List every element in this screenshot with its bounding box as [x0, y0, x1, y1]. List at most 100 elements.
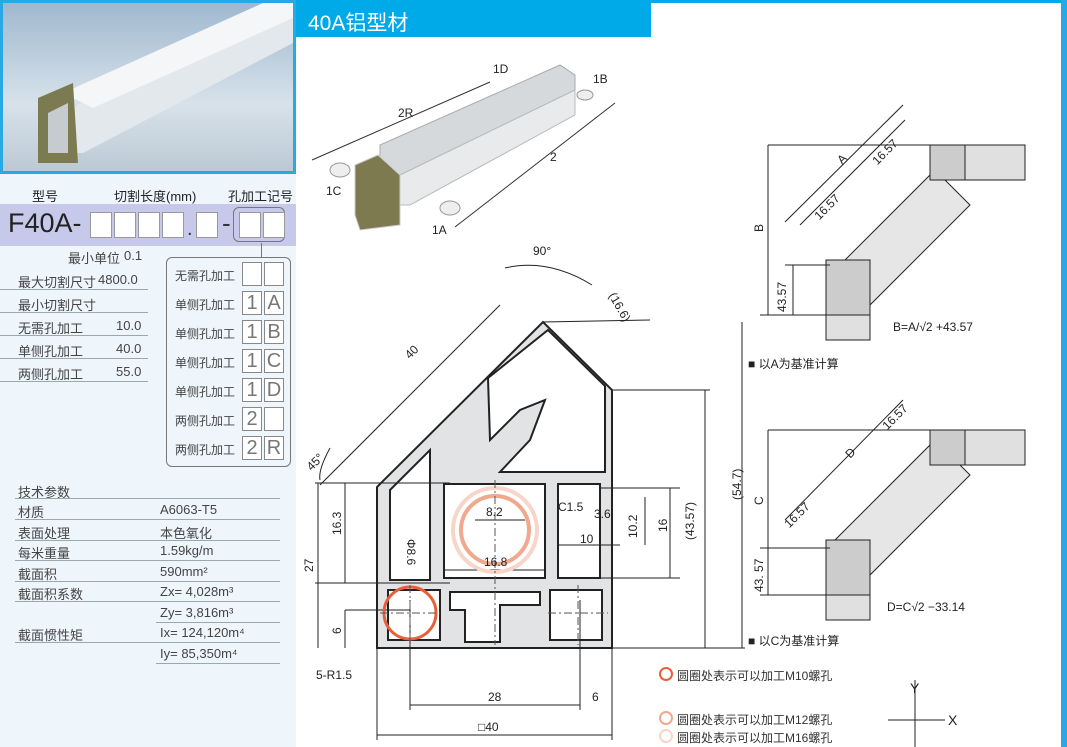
tech-label: 截面积系数: [18, 587, 84, 602]
dash: -: [222, 208, 231, 238]
profile-photo-illustration: [38, 3, 293, 163]
label-1d: 1D: [493, 62, 509, 76]
cut-spec-label: 无需孔加工: [18, 321, 84, 336]
tech-value: 本色氧化: [160, 525, 213, 541]
model-prefix: F40A-: [8, 208, 82, 238]
tech-label: 截面惯性矩: [18, 628, 84, 643]
header-cut-length: 切割长度(mm): [114, 189, 197, 204]
tech-label: 截面积: [18, 566, 58, 582]
dim-phi-8-6: Φ8.6: [404, 538, 419, 566]
axis-x-label: X: [948, 712, 958, 728]
length-digit-box[interactable]: [114, 212, 136, 238]
hole-code-letter: A: [264, 291, 284, 315]
tech-label: 表面处理: [18, 525, 71, 541]
calc-a-dim1: 16.57: [869, 136, 901, 168]
dim-54-7: (54.7): [730, 468, 744, 500]
tech-value: A6063-T5: [160, 502, 218, 517]
hole-code-digit: [242, 262, 262, 286]
tech-value: Iy= 85,350m⁴: [160, 645, 238, 661]
page-title: 40A铝型材: [296, 3, 651, 37]
hole-code-label: 单侧孔加工: [175, 298, 236, 312]
dim-28: 28: [488, 690, 502, 704]
dim-16-6: (16.6): [605, 289, 634, 325]
hole-code-letter: [264, 407, 284, 431]
connector-line: [261, 243, 262, 257]
calc-c-note-text: 以C为基准计算: [758, 634, 840, 648]
hole-code-digit: 2: [242, 436, 262, 460]
cut-spec-label: 最大切割尺寸: [18, 275, 97, 290]
length-digit-box[interactable]: [162, 212, 184, 238]
hole-code-label: 单侧孔加工: [175, 385, 236, 399]
dim-40: 40: [402, 342, 422, 362]
dim-3-6: 3.6: [594, 507, 611, 521]
min-unit-value: 0.1: [124, 248, 143, 263]
legend-m16: 圆圈处表示可以加工M16螺孔: [677, 731, 833, 745]
dim-45deg: 45°: [303, 450, 327, 474]
calc-a-dim3: 43.57: [775, 281, 789, 312]
hole-code-letter: C: [264, 349, 284, 373]
calc-a-label: A: [834, 151, 850, 167]
calc-c-note: ■ 以C为基准计算: [748, 634, 840, 648]
calc-c-dim3: 43. 57: [752, 558, 766, 592]
length-digit-box[interactable]: [90, 212, 112, 238]
hole-code-digit: 2: [242, 407, 262, 431]
hole-code-digit: 1: [242, 378, 262, 402]
hole-code-letter: D: [264, 378, 284, 402]
header-hole-code: 孔加工记号: [228, 189, 294, 204]
legend-m10: 圆圈处表示可以加工M10螺孔: [677, 669, 833, 683]
hole-code-label: 两侧孔加工: [175, 414, 236, 428]
tech-label: 材质: [18, 505, 45, 520]
hole-code-label: 单侧孔加工: [175, 327, 236, 341]
hole-code-table: [166, 257, 291, 467]
tech-value: Zy= 3,816m³: [160, 604, 234, 620]
dim-27: 27: [302, 558, 316, 572]
right-edge-stripe: [1061, 0, 1067, 747]
hole-code-digit: 1: [242, 320, 262, 344]
label-2: 2: [550, 150, 557, 164]
calc-a-dim2: 16.57: [811, 191, 843, 223]
cut-spec-value: 55.0: [116, 364, 142, 379]
header-model: 型号: [32, 189, 59, 204]
label-1c: 1C: [326, 184, 342, 198]
hole-code-box[interactable]: [263, 212, 285, 238]
top-rule: [296, 0, 1067, 3]
axis-y-label: Y: [910, 680, 920, 696]
hole-code-letter: B: [264, 320, 284, 344]
dim-square-40: □40: [478, 720, 499, 734]
calc-c-label: C: [752, 496, 766, 505]
calc-c-formula: D=C√2 −33.14: [887, 600, 965, 614]
dim-90deg: 90°: [533, 244, 552, 258]
hole-code-letter: [264, 262, 284, 286]
label-1a: 1A: [432, 223, 447, 237]
tech-value: Ix= 124,120m⁴: [160, 625, 245, 640]
legend-m12: 圆圈处表示可以加工M12螺孔: [677, 713, 833, 727]
hole-code-letter: R: [264, 436, 284, 460]
calc-a-note-text: 以A为基准计算: [758, 357, 839, 371]
tech-heading: 技术参数: [18, 485, 71, 500]
tech-label: 每米重量: [18, 546, 71, 561]
hole-code-box[interactable]: [239, 212, 261, 238]
dim-c1-5: C1.5: [558, 500, 584, 514]
hole-code-digit: 1: [242, 291, 262, 315]
dim-6-left: 6: [330, 627, 344, 634]
cut-spec-value: 10.0: [116, 318, 142, 333]
calc-a-note: ■ 以A为基准计算: [748, 357, 839, 371]
product-photo: [0, 0, 296, 174]
dim-6-bottom: 6: [592, 690, 599, 704]
cut-spec-value: 40.0: [116, 341, 142, 356]
calc-d-label: D: [842, 444, 859, 462]
dim-16-8: 16.8: [484, 555, 508, 569]
calc-a-formula: B=A/√2 +43.57: [893, 320, 973, 334]
hole-code-label: 无需孔加工: [175, 269, 236, 283]
decimal-digit-box[interactable]: [196, 212, 218, 238]
dim-5-r1-5: 5-R1.5: [316, 668, 353, 682]
calc-b-label: B: [752, 223, 766, 232]
tech-value: Zx= 4,028m³: [160, 584, 234, 599]
dim-16-3: 16.3: [330, 511, 344, 535]
dim-16: 16: [656, 518, 670, 532]
length-digit-box[interactable]: [138, 212, 160, 238]
isometric-profile-drawing: [311, 64, 616, 231]
dim-43-57: (43.57): [683, 501, 697, 540]
tech-value: 1.59kg/m: [160, 543, 214, 558]
dim-10: 10: [580, 532, 594, 546]
